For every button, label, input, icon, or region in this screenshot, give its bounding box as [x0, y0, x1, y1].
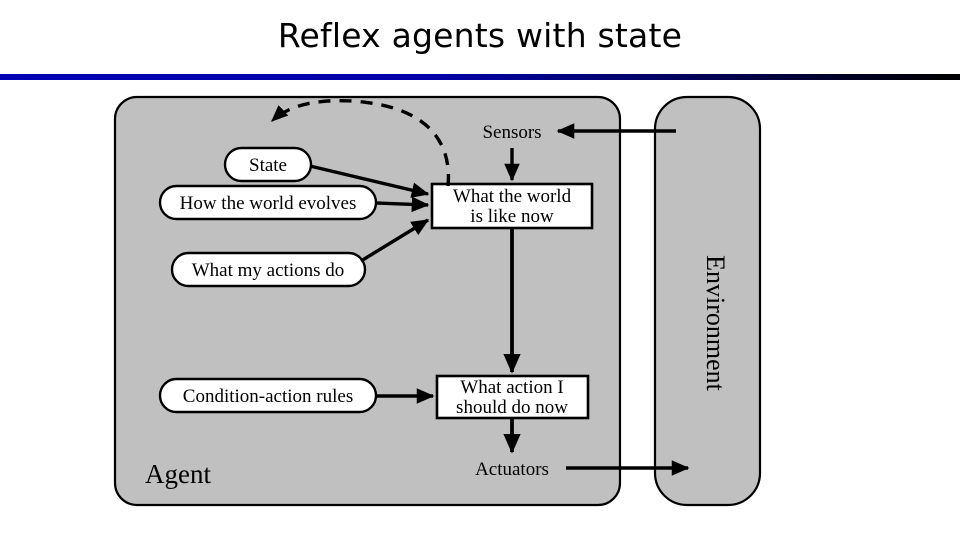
what-action-i-should-do-now-node: What action I should do now: [435, 374, 590, 420]
condition-action-rules-node: Condition-action rules: [158, 377, 435, 414]
state-node: State: [223, 146, 430, 198]
state-to-world-arrow: [309, 164, 430, 198]
what-action-i-should-do-now-box: [435, 374, 590, 420]
environment-container: Environment: [653, 95, 762, 507]
agent-label: Agent: [145, 459, 211, 489]
what-my-actions-do-label: What my actions do: [192, 260, 345, 281]
agent-box: [113, 95, 622, 507]
actuators-label: Actuators: [475, 459, 549, 480]
state-feedback-connector: [270, 98, 451, 187]
condition-action-rules-label: Condition-action rules: [183, 386, 353, 407]
how-the-world-evolves-to-world-arrow: [375, 196, 430, 213]
actuators-output-connector: Actuators: [475, 418, 690, 480]
agent-container: Agent: [113, 95, 622, 507]
what-the-world-is-like-now-line2: is like now: [470, 206, 554, 227]
sensors-label: Sensors: [482, 122, 541, 143]
environment-box: [653, 95, 762, 507]
what-my-actions-do-to-world-arrow: [360, 218, 430, 263]
what-the-world-is-like-now-line1: What the world: [453, 186, 572, 207]
how-the-world-evolves-oval: [158, 184, 378, 221]
state-label: State: [249, 155, 287, 176]
what-action-i-should-do-now-line1: What action I: [460, 377, 563, 398]
sensors-input-connector: Sensors: [482, 122, 676, 182]
world-to-state-dashed-arrow: [270, 98, 451, 187]
how-the-world-evolves-label: How the world evolves: [180, 193, 357, 214]
title-divider: [0, 74, 960, 80]
how-the-world-evolves-node: How the world evolves: [158, 184, 430, 221]
environment-label: Environment: [701, 255, 730, 392]
page-title: Reflex agents with state: [277, 16, 683, 55]
what-action-i-should-do-now-line2: should do now: [456, 397, 568, 418]
what-the-world-is-like-now-node: What the world is like now: [430, 182, 594, 230]
agent-architecture-diagram: Environment Agent Sensors What the world…: [0, 80, 960, 540]
what-my-actions-do-node: What my actions do: [170, 218, 430, 288]
what-my-actions-do-oval: [170, 251, 367, 288]
